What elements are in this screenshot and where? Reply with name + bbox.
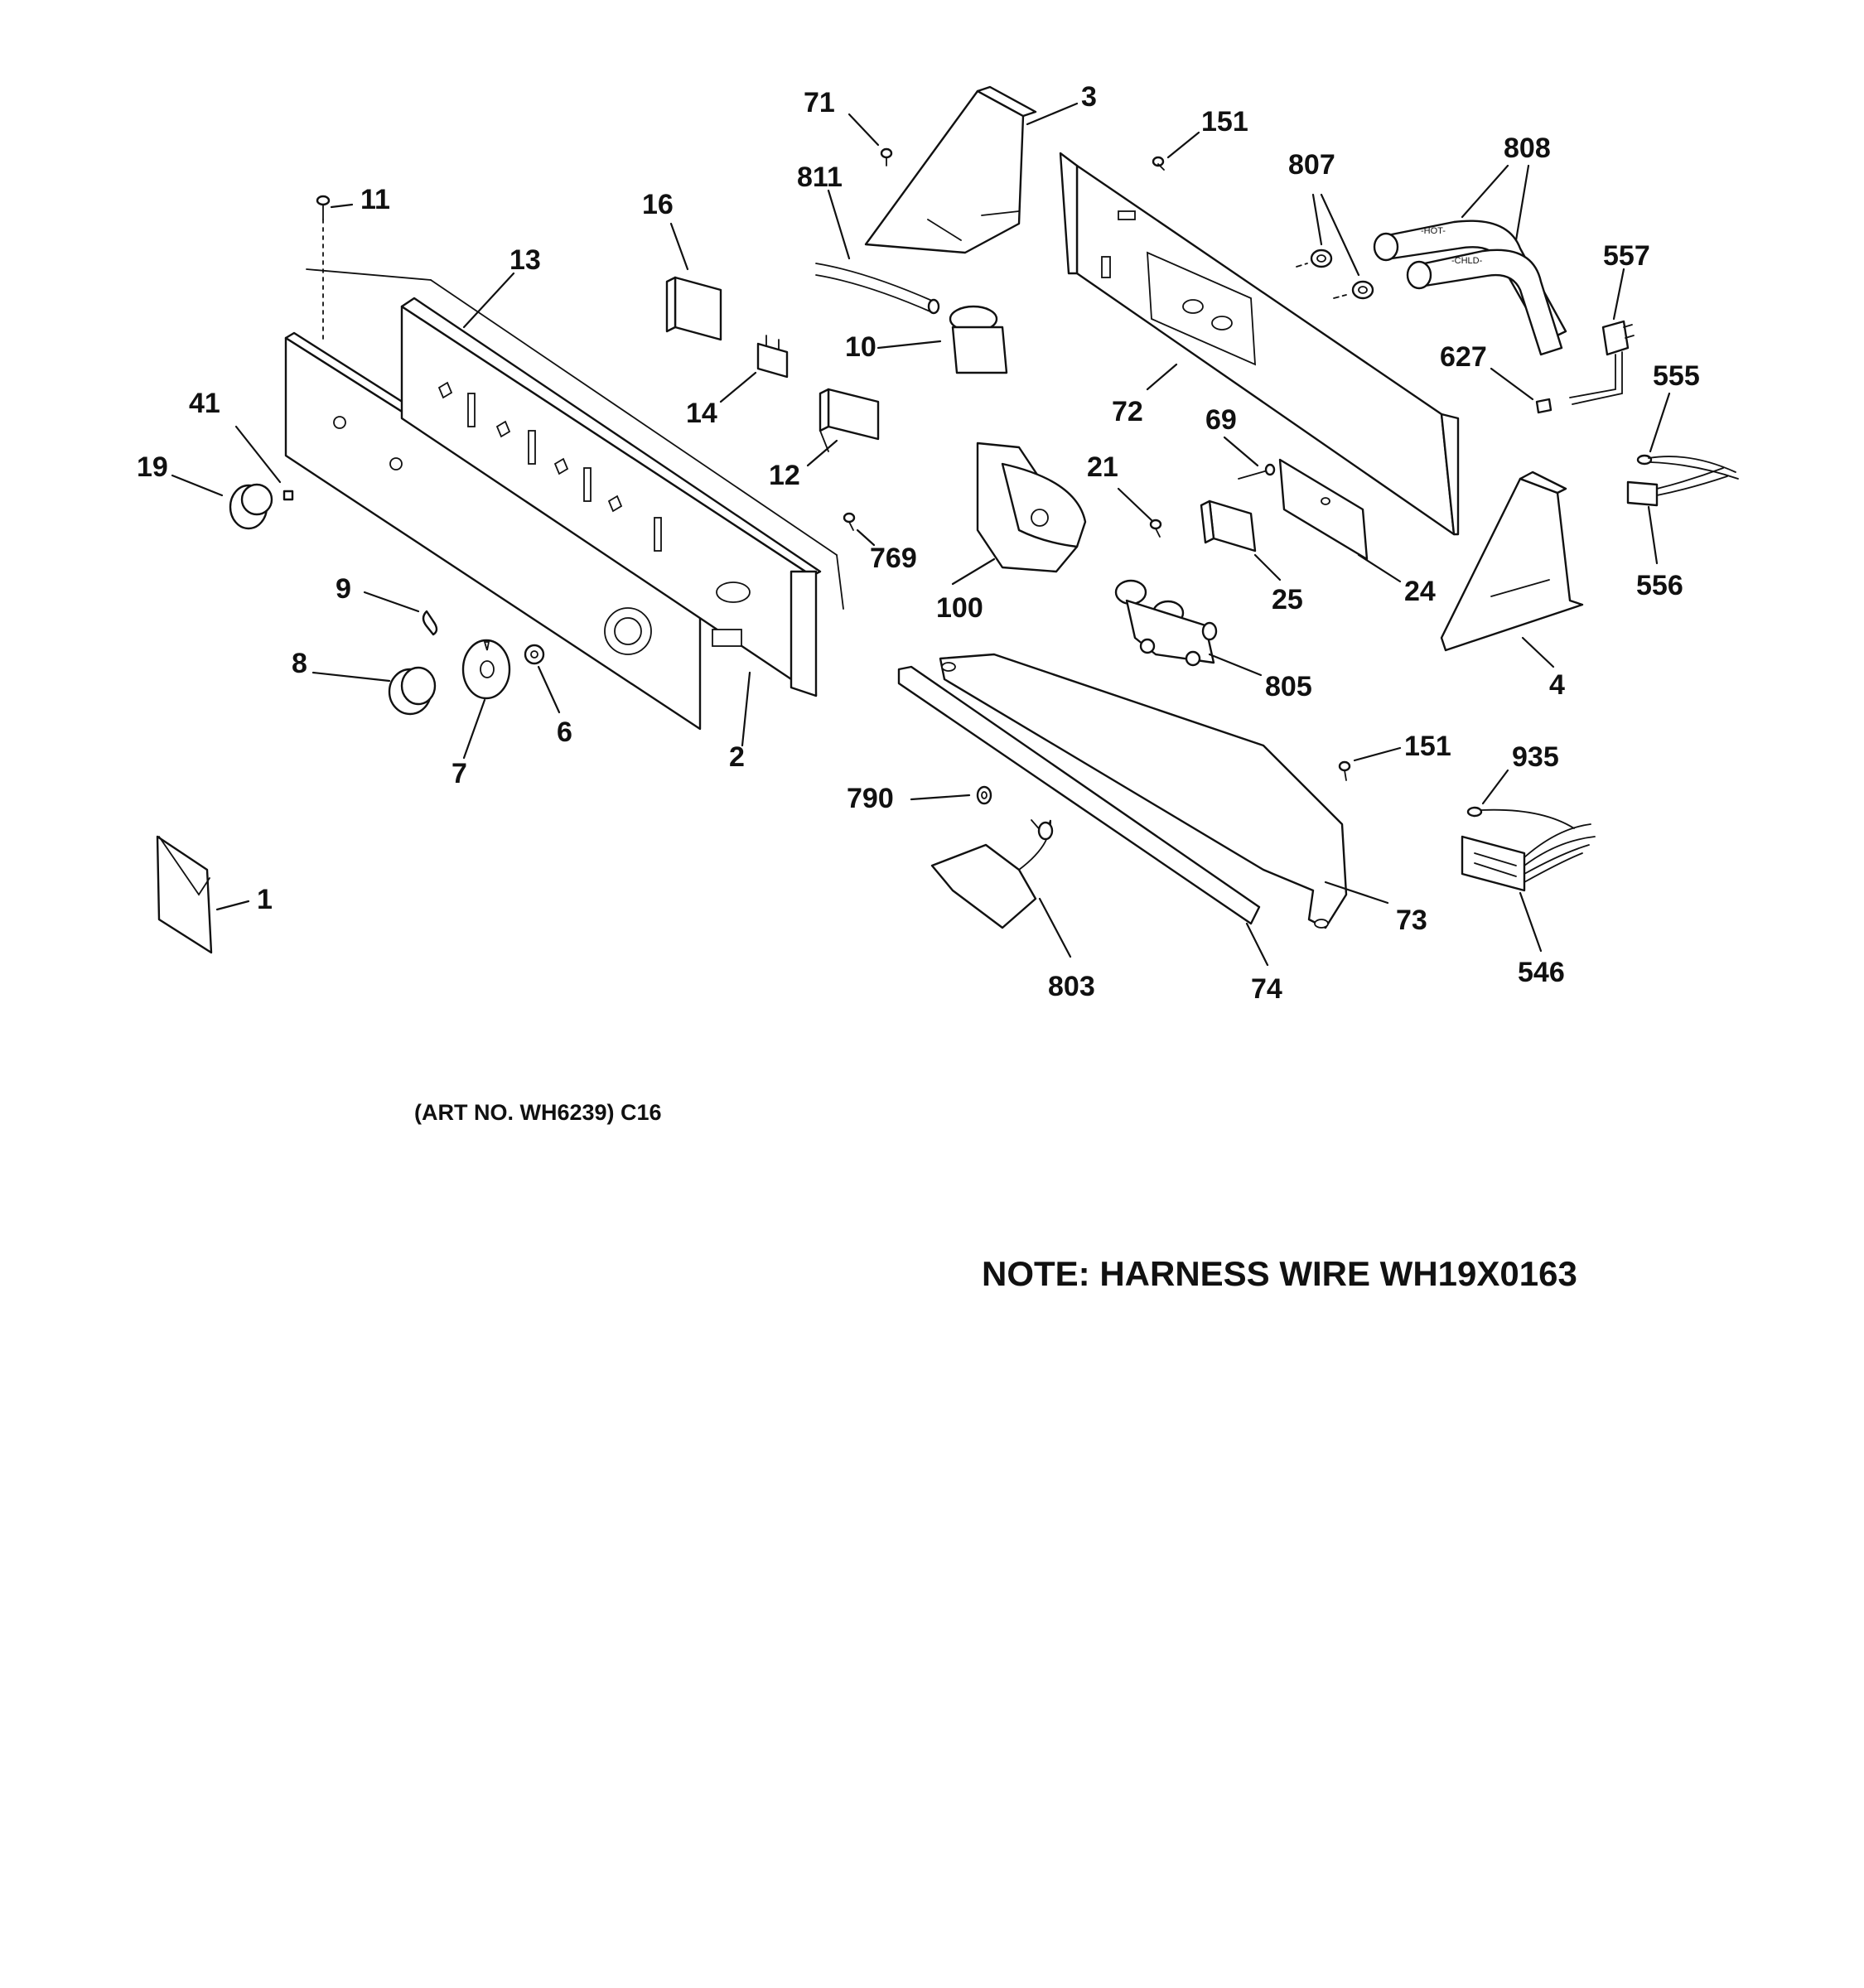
part-10-pressure-switch: 10 <box>845 305 1008 374</box>
part-151-screw-top: 151 <box>1152 106 1248 171</box>
part-790-clamp: 790 <box>847 783 992 814</box>
part-3-end-cap: 3 <box>864 81 1097 254</box>
part-811-hose: 811 <box>797 162 940 315</box>
callout-2: 2 <box>729 741 745 773</box>
part-71-screw: 71 <box>804 87 893 166</box>
callout-557: 557 <box>1603 240 1650 272</box>
part-73-support: 73 <box>939 653 1427 936</box>
callout-71: 71 <box>804 87 835 118</box>
callout-7: 7 <box>452 758 467 789</box>
callout-151b: 151 <box>1404 731 1451 762</box>
part-6-bushing: 6 <box>524 644 572 748</box>
part-14-switch: 14 <box>686 335 789 429</box>
callout-14: 14 <box>686 398 717 429</box>
part-935-wire: 935 <box>1466 741 1575 829</box>
callout-1: 1 <box>257 884 273 915</box>
part-69-screw: 69 <box>1205 404 1276 480</box>
callout-556: 556 <box>1636 570 1683 601</box>
callout-25: 25 <box>1272 584 1303 615</box>
part-557-power-cord: 557 <box>1569 240 1650 405</box>
part-546-harness: 546 <box>1461 823 1596 988</box>
hot-hose-label: -HOT- <box>1421 226 1446 236</box>
callout-3: 3 <box>1081 81 1097 113</box>
callout-11: 11 <box>360 184 390 215</box>
callout-4: 4 <box>1549 669 1565 701</box>
callout-151a: 151 <box>1201 106 1248 138</box>
callout-807: 807 <box>1288 149 1335 181</box>
art-number: (ART NO. WH6239) C16 <box>414 1100 662 1125</box>
part-13-control-panel-back: 13 <box>306 244 844 697</box>
callout-808: 808 <box>1504 133 1551 164</box>
callout-555: 555 <box>1653 360 1700 392</box>
callout-10: 10 <box>845 331 876 363</box>
callout-13: 13 <box>509 244 541 276</box>
callout-546: 546 <box>1518 957 1565 988</box>
part-7-dial: 7 <box>452 639 511 789</box>
callout-100: 100 <box>936 592 983 624</box>
callout-73: 73 <box>1396 905 1427 936</box>
callout-74: 74 <box>1251 973 1282 1005</box>
callout-69: 69 <box>1205 404 1237 436</box>
callout-811: 811 <box>797 162 843 193</box>
part-24-plate: 24 <box>1278 458 1436 607</box>
callout-41: 41 <box>189 388 220 419</box>
cold-hose-label: -CHLD- <box>1451 256 1483 266</box>
part-803-dispenser: 803 <box>930 819 1095 1002</box>
part-807-washers: 807 <box>1288 149 1374 300</box>
callout-72: 72 <box>1112 396 1143 427</box>
part-12-switch: 12 <box>769 388 880 491</box>
part-72-back-panel: 72 <box>1059 152 1460 536</box>
callout-790: 790 <box>847 783 894 814</box>
callout-24: 24 <box>1404 576 1436 607</box>
part-41-knob-clip: 41 <box>189 388 294 501</box>
callout-6: 6 <box>557 717 572 748</box>
callout-803: 803 <box>1048 971 1095 1002</box>
part-808-fill-hoses: -HOT- -CHLD- 808 <box>1373 133 1567 356</box>
part-151-screw-bottom: 151 <box>1338 731 1451 781</box>
part-4-end-cap: 4 <box>1440 470 1584 701</box>
callout-9: 9 <box>336 573 351 605</box>
part-555-wire: 555 <box>1636 360 1739 480</box>
callout-16: 16 <box>642 189 674 220</box>
callout-935: 935 <box>1512 741 1559 773</box>
callout-627: 627 <box>1440 341 1487 373</box>
part-21-screw: 21 <box>1087 451 1162 538</box>
harness-note: NOTE: HARNESS WIRE WH19X0163 <box>982 1254 1577 1293</box>
part-1-literature-envelope: 1 <box>156 835 273 954</box>
part-25-relay: 25 <box>1200 499 1303 615</box>
part-19-knob: 19 <box>137 451 273 530</box>
part-9-clip: 9 <box>336 573 438 636</box>
callout-769: 769 <box>870 543 917 574</box>
part-74-rail: 74 <box>897 665 1282 1005</box>
callout-8: 8 <box>292 648 307 679</box>
part-8-timer-knob: 8 <box>292 648 437 716</box>
part-556-connector: 556 <box>1626 467 1728 601</box>
callout-21: 21 <box>1087 451 1118 483</box>
callout-805: 805 <box>1265 671 1312 702</box>
part-627-plug: 627 <box>1440 341 1553 414</box>
part-100-timer: 100 <box>936 442 1087 624</box>
callout-19: 19 <box>137 451 168 483</box>
callout-12: 12 <box>769 460 800 491</box>
part-805-water-valve: 805 <box>1114 579 1312 702</box>
part-11-screw: 11 <box>316 184 390 340</box>
part-16-switch: 16 <box>642 189 722 341</box>
part-769-screw: 769 <box>843 512 917 574</box>
